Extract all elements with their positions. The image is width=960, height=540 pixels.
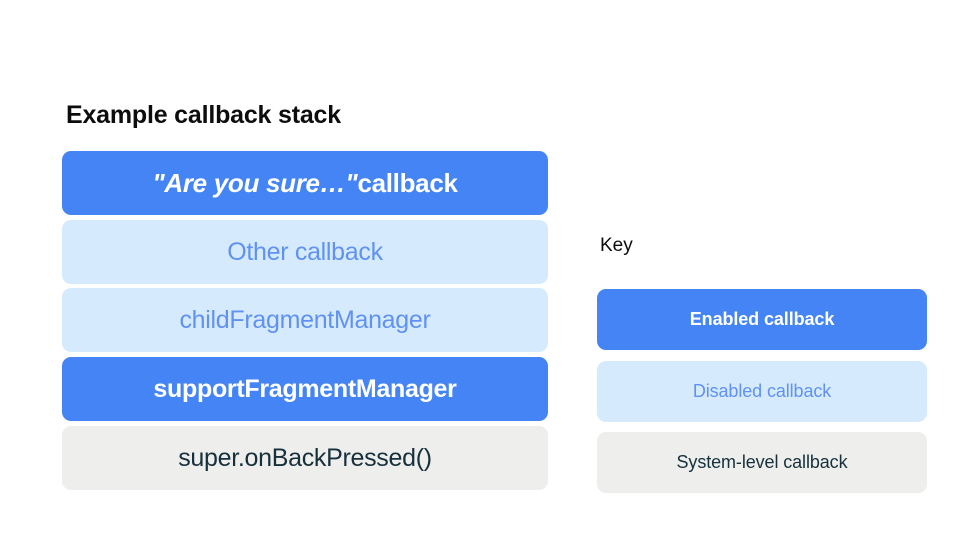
stack-title: Example callback stack [66,101,341,129]
stack-item-are-you-sure-callback[interactable]: "Are you sure…" callback [62,151,548,215]
stack-item-super-on-back-pressed[interactable]: super.onBackPressed() [62,426,548,490]
key-item-label: Disabled callback [692,381,832,401]
key-item-disabled-callback: Disabled callback [597,361,927,422]
stack-item-support-fragment-manager[interactable]: supportFragmentManager [62,357,548,421]
stack-item-label-suffix: callback [357,167,458,198]
key-item-label: System-level callback [676,452,848,472]
key-item-enabled-callback: Enabled callback [597,289,927,350]
stack-item-label-quoted: "Are you sure…" [152,167,358,198]
callback-stack-list: "Are you sure…" callback Other callback … [62,151,548,490]
key-title: Key [600,235,633,256]
stack-item-child-fragment-manager[interactable]: childFragmentManager [62,288,548,352]
stack-item-label: childFragmentManager [179,305,431,334]
stack-item-other-callback[interactable]: Other callback [62,220,548,284]
stack-item-label: supportFragmentManager [153,374,457,403]
key-item-system-level-callback: System-level callback [597,432,927,493]
key-legend-list: Enabled callback Disabled callback Syste… [597,289,927,493]
stack-item-label: Other callback [227,237,383,266]
key-item-label: Enabled callback [689,309,835,329]
stack-item-label: super.onBackPressed() [178,443,432,472]
